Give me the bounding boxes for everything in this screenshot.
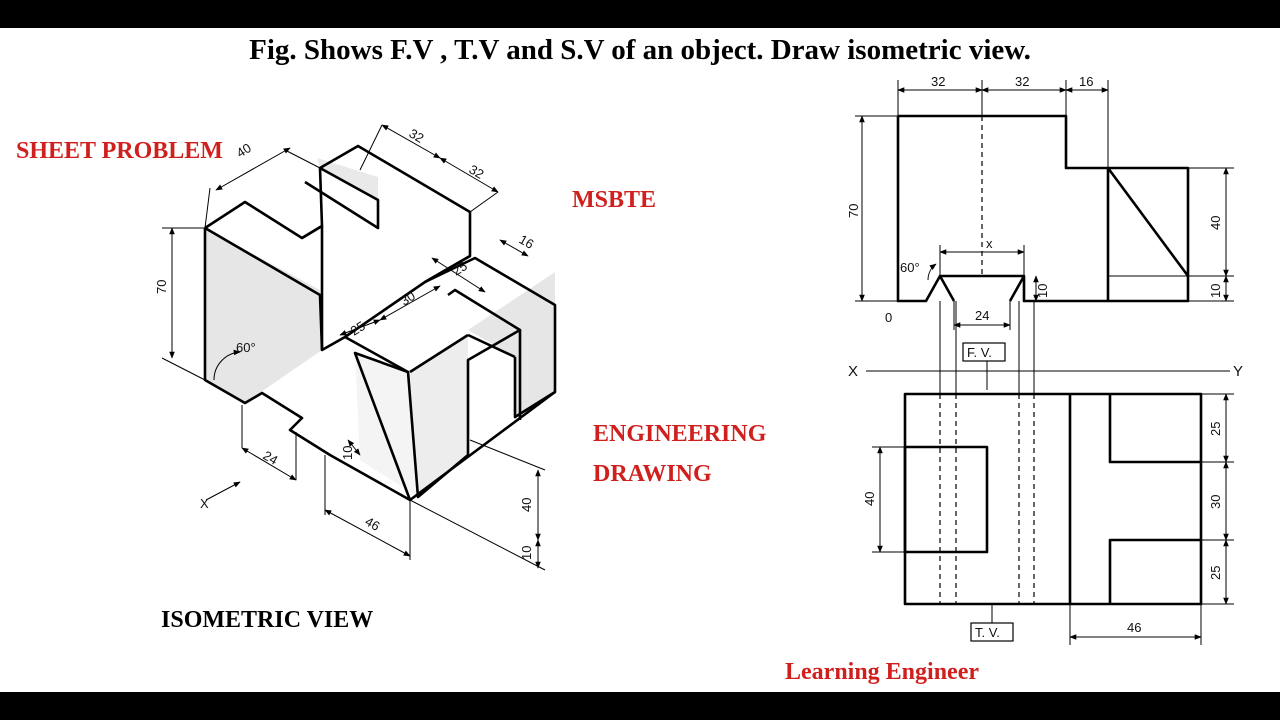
isometric-view-label: ISOMETRIC VIEW	[161, 607, 374, 633]
iso-dim-25a: 25	[348, 318, 368, 338]
ortho-axis-x: X	[848, 363, 858, 380]
iso-dim-24: 24	[261, 448, 281, 468]
iso-dim-32a: 32	[407, 126, 427, 146]
iso-dim-10b: 10	[519, 546, 534, 560]
ortho-dim-10: 10	[1035, 284, 1050, 298]
ortho-dim-24: 24	[975, 308, 989, 323]
iso-axis-x: X	[200, 496, 209, 511]
iso-dim-70: 70	[154, 280, 169, 294]
learning-engineer-label: Learning Engineer	[785, 659, 980, 685]
msbte-label: MSBTE	[572, 187, 657, 213]
ortho-right-10: 10	[1208, 284, 1223, 298]
iso-dim-40b: 40	[519, 498, 534, 512]
iso-dim-25b: 25	[450, 258, 470, 278]
ortho-tv-25a: 25	[1208, 422, 1223, 436]
ortho-fv-label: F. V.	[967, 345, 992, 360]
ortho-tv-30: 30	[1208, 495, 1223, 509]
ortho-tv-46: 46	[1127, 620, 1141, 635]
ortho-top-32b: 32	[1015, 74, 1029, 89]
iso-dim-32b: 32	[467, 162, 487, 182]
ortho-axis-y: Y	[1233, 363, 1243, 380]
ortho-top-16: 16	[1079, 74, 1093, 89]
orthographic-dimension-lines	[855, 80, 1234, 645]
iso-dim-16: 16	[517, 232, 537, 252]
isometric-dimension-lines	[161, 124, 546, 571]
top-view-outline	[903, 392, 1203, 606]
ortho-left-70: 70	[846, 204, 861, 218]
ortho-tv-label: T. V.	[975, 625, 1000, 640]
ortho-angle-60: 60°	[900, 260, 920, 275]
ortho-tv-25b: 25	[1208, 566, 1223, 580]
top-black-bar	[0, 0, 1280, 28]
ortho-right-40: 40	[1208, 216, 1223, 230]
ortho-tv-40: 40	[862, 492, 877, 506]
isometric-shaded-faces	[205, 158, 555, 497]
iso-dim-30: 30	[398, 288, 418, 308]
tv-label-box	[970, 622, 1014, 642]
ortho-x: x	[986, 236, 993, 251]
front-view-outline	[896, 114, 1190, 303]
fv-label-box	[962, 342, 1006, 362]
drawing-label: DRAWING	[593, 461, 712, 487]
ortho-top-32a: 32	[931, 74, 945, 89]
sheet-problem-label: SHEET PROBLEM	[16, 138, 223, 164]
projection-lines	[866, 301, 1230, 625]
ortho-zero: 0	[885, 310, 892, 325]
iso-dim-40: 40	[234, 140, 254, 160]
iso-dim-10a: 10	[340, 446, 355, 460]
page-title: Fig. Shows F.V , T.V and S.V of an objec…	[249, 34, 1031, 66]
iso-angle-60: 60°	[236, 340, 256, 355]
orthographic-dimension-texts: 32 32 16 70 60° x 10 0 24 40 10 F. V. X …	[846, 74, 1243, 640]
bottom-black-bar	[0, 692, 1280, 720]
iso-dim-46: 46	[363, 514, 383, 534]
isometric-dimension-texts: 40 32 32 16 25 30 25 70 60° 24 10 46 40 …	[154, 126, 537, 560]
engineering-label: ENGINEERING	[593, 421, 767, 447]
